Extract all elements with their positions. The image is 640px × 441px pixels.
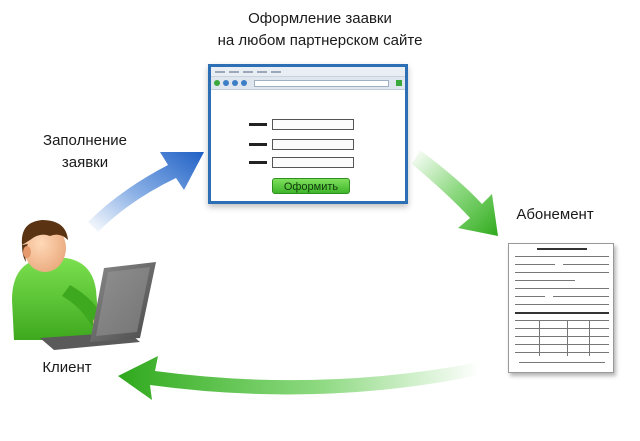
browser-menubar (211, 67, 405, 77)
arrow-to-client (118, 356, 480, 400)
arrow-to-subscription (412, 150, 498, 236)
field-label-dash (249, 161, 267, 164)
back-icon (214, 80, 220, 86)
forward-icon (223, 80, 229, 86)
browser-window-icon: Оформить (208, 64, 408, 204)
document-form-icon (508, 243, 614, 373)
browser-toolbar (211, 77, 405, 90)
form-row-1 (249, 119, 354, 130)
arrow-to-browser (88, 152, 204, 232)
label-subscription: Абонемент (516, 206, 594, 223)
title-partner-site: Оформление заавки на любом партнерском с… (217, 10, 423, 49)
form-row-3 (249, 157, 354, 168)
form-field-2 (272, 139, 354, 150)
form-field-1 (272, 119, 354, 130)
submit-button: Оформить (272, 178, 350, 194)
go-icon (396, 80, 402, 86)
person-at-laptop-icon (12, 220, 156, 350)
reload-icon (232, 80, 238, 86)
address-bar (254, 79, 389, 87)
home-icon (241, 80, 247, 86)
form-row-2 (249, 139, 354, 150)
form-field-3 (272, 157, 354, 168)
field-label-dash (249, 143, 267, 146)
label-fill-application: Заполнение заявки (43, 132, 127, 171)
field-label-dash (249, 123, 267, 126)
label-client: Клиент (42, 359, 92, 376)
